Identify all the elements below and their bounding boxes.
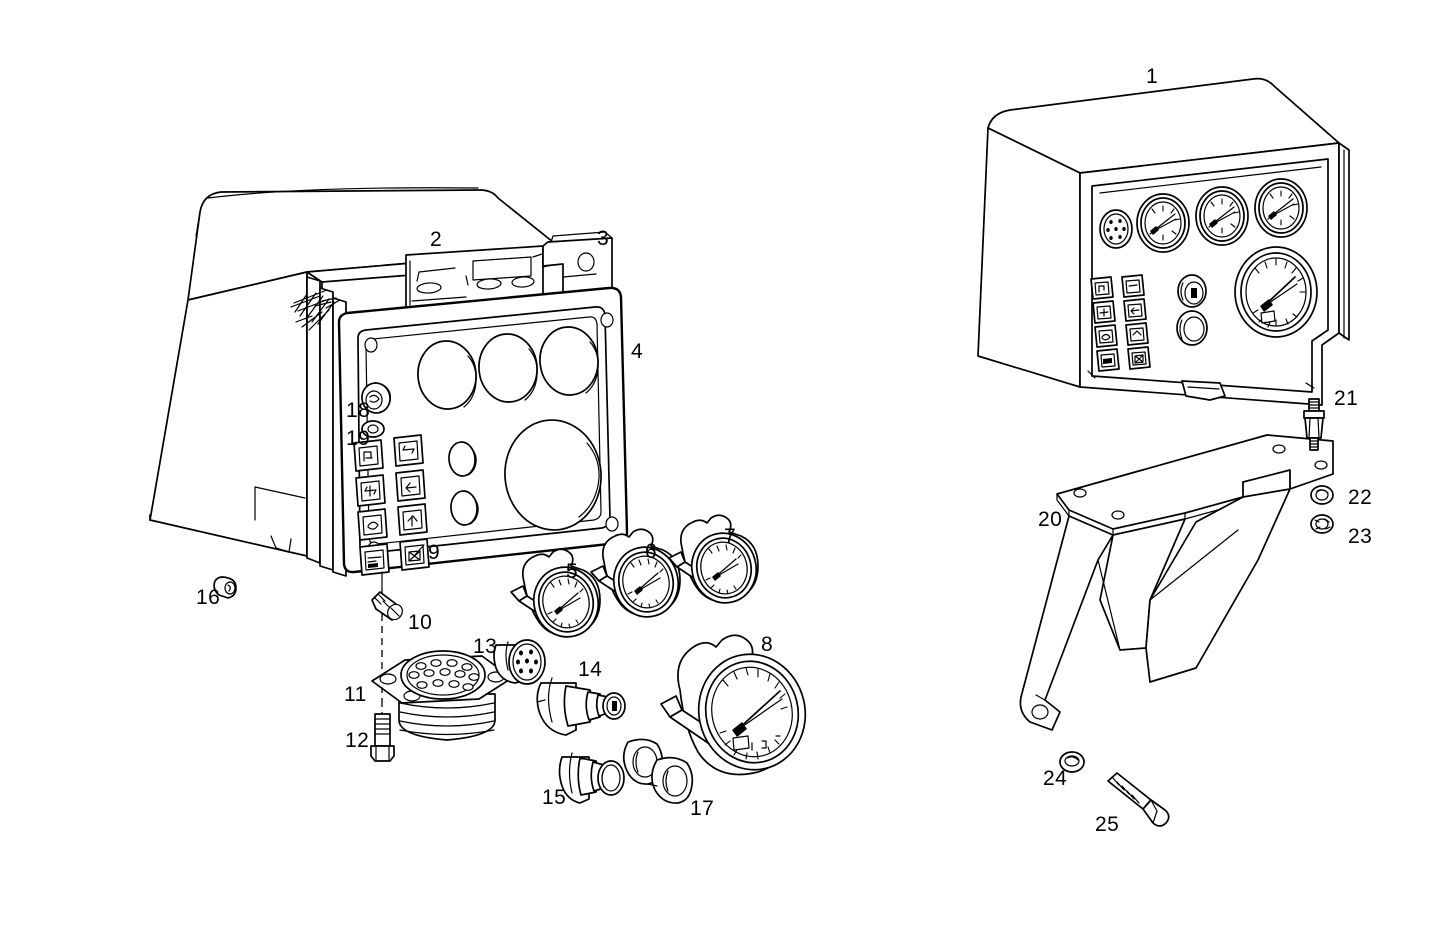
bulb-small	[213, 576, 237, 599]
warning-lamp-lens	[361, 382, 391, 414]
callout-25: 25	[1095, 813, 1120, 836]
callout-16: 16	[196, 586, 221, 609]
callout-5: 5	[566, 560, 579, 583]
callout-23: 23	[1348, 525, 1373, 548]
instrument-box-assembly-right	[977, 77, 1350, 406]
switch-button	[1123, 298, 1147, 322]
callout-17: 17	[690, 797, 715, 820]
panel-scribble-marking	[290, 289, 341, 331]
bezel-cutout-large	[504, 419, 602, 531]
switch-button	[1090, 276, 1114, 300]
switch-button	[357, 508, 388, 541]
switch-button	[1094, 324, 1118, 348]
switch-button	[353, 439, 384, 472]
switch-button	[359, 543, 390, 576]
callout-3: 3	[597, 227, 610, 250]
switch-button-block	[353, 434, 430, 576]
upper-mounting-plate	[405, 245, 557, 311]
callout-1: 1	[1146, 65, 1159, 88]
switch-button	[1096, 348, 1120, 372]
screw-pan-head	[371, 590, 403, 700]
callout-7: 7	[724, 525, 737, 548]
knob-lower	[1176, 310, 1208, 346]
gauge-large-tachometer	[660, 634, 807, 776]
washer-spring	[1310, 485, 1334, 505]
gauge-tachometer	[1234, 246, 1318, 338]
switch-button	[1121, 274, 1145, 298]
callout-6: 6	[645, 540, 658, 563]
gauge-small-left	[510, 548, 601, 638]
washer-flat	[1059, 751, 1085, 773]
washer-lock	[1310, 514, 1334, 534]
bezel-cutouts-small	[448, 441, 479, 526]
callout-22: 22	[1348, 486, 1373, 509]
seal-ring-pair	[622, 738, 694, 804]
ignition-switch-barrel	[536, 677, 626, 736]
bolt-hex-head	[370, 700, 395, 762]
knob-upper	[1177, 274, 1207, 308]
callout-12: 12	[345, 729, 370, 752]
connector-pins	[408, 659, 480, 691]
bezel-cutouts-upper	[417, 326, 599, 410]
callout-18: 18	[346, 399, 371, 422]
bolt-flange-head	[1107, 772, 1170, 827]
indicator-grommet	[361, 420, 385, 438]
callout-20: 20	[1038, 508, 1063, 531]
gauge-pin-socket	[1099, 209, 1133, 249]
callout-21: 21	[1334, 387, 1359, 410]
callout-15: 15	[542, 786, 567, 809]
switch-button	[1092, 300, 1116, 324]
callout-14: 14	[578, 658, 603, 681]
callout-24: 24	[1043, 767, 1068, 790]
callout-8: 8	[761, 633, 774, 656]
switch-button-block-right	[1090, 274, 1151, 372]
callout-19: 19	[346, 427, 371, 450]
sensor-switch	[1303, 398, 1325, 451]
callout-9: 9	[428, 541, 441, 564]
switch-button	[393, 434, 424, 467]
gauge-small-middle	[590, 528, 681, 618]
gauge-ammeter	[1136, 193, 1190, 253]
connector-plug-round	[493, 639, 546, 685]
gauge-temperature	[1195, 186, 1249, 246]
switch-button	[355, 474, 386, 507]
front-bezel-frame	[337, 286, 629, 591]
switch-button	[399, 538, 430, 571]
lamp-socket-holder	[558, 752, 625, 804]
switch-button	[395, 469, 426, 502]
switch-button	[397, 503, 428, 536]
callout-13: 13	[473, 635, 498, 658]
gauge-small-right	[668, 514, 759, 604]
switch-button	[1125, 322, 1149, 346]
callout-2: 2	[430, 228, 443, 251]
callout-11: 11	[344, 683, 367, 706]
switch-button	[1127, 346, 1151, 370]
gauge-pressure	[1254, 178, 1308, 238]
callout-10: 10	[408, 611, 433, 634]
callout-4: 4	[631, 340, 644, 363]
multi-pin-connector-flange	[371, 650, 513, 741]
mounting-bracket	[1019, 434, 1334, 731]
